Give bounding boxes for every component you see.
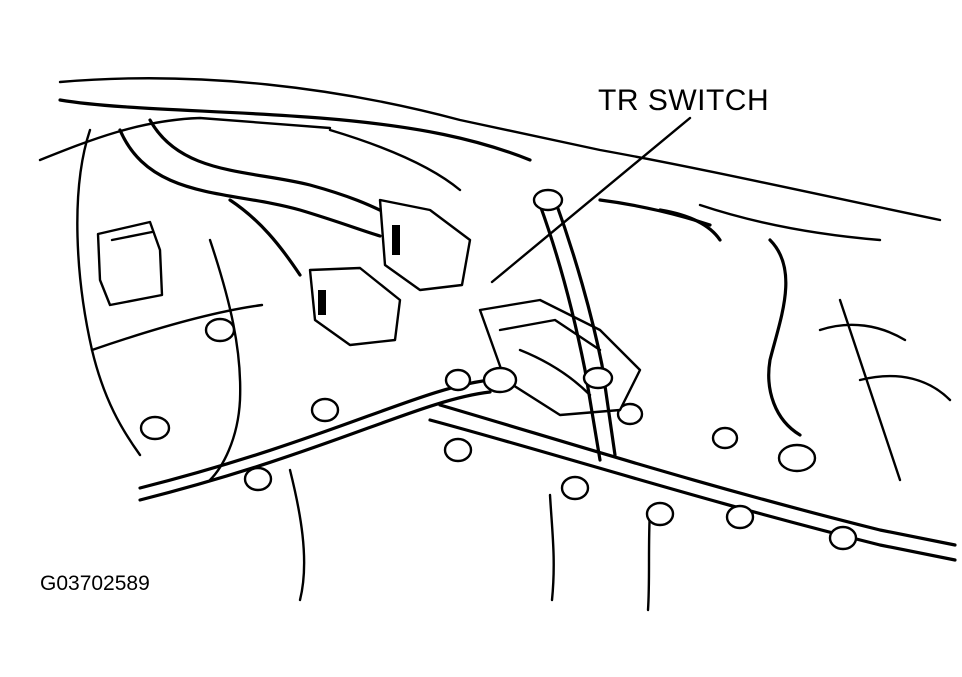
transmission-case — [38, 77, 952, 482]
switch-connectors — [308, 198, 472, 347]
tr-switch-label: TR SWITCH — [598, 84, 770, 117]
connector-left — [96, 220, 164, 307]
pan-bolts — [139, 317, 858, 551]
tr-switch — [478, 298, 642, 417]
right-pipes — [658, 208, 817, 473]
figure-id-label: G03702589 — [40, 572, 150, 595]
callout-leader-line — [490, 116, 692, 284]
oil-pan-flange — [138, 378, 957, 612]
manual-lever — [482, 188, 617, 462]
